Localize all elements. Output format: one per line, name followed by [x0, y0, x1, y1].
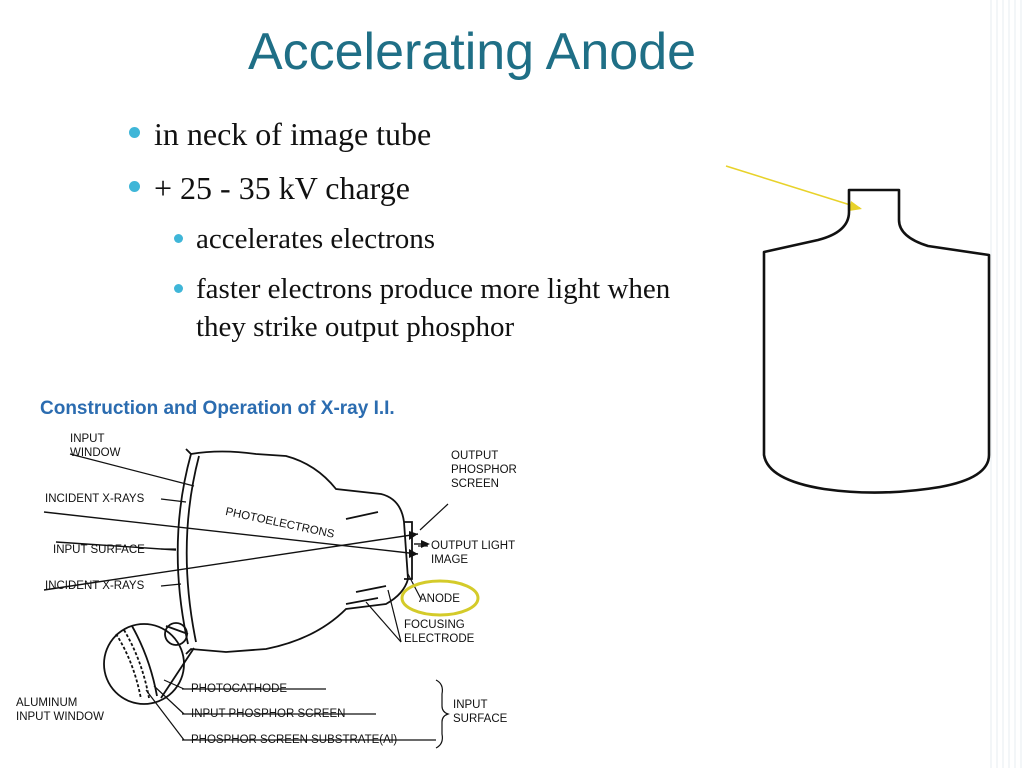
sub-bullet-item: accelerates electrons — [174, 220, 726, 258]
pointer-arrow — [725, 165, 861, 209]
tube-body — [185, 448, 409, 655]
sub-bullet-item: faster electrons produce more light when… — [174, 270, 726, 346]
label-photocathode: PHOTOCATHODE — [191, 683, 288, 695]
label-input-surface: INPUT SURFACE — [53, 544, 145, 556]
label-input-phosphor-screen: INPUT PHOSPHOR SCREEN — [191, 708, 346, 720]
decorative-stripes — [990, 0, 1024, 768]
tube-sketch — [725, 165, 991, 494]
label-incident-xrays-bottom: INCIDENT X-RAYS — [45, 580, 145, 592]
diagram-title: Construction and Operation of X-ray I.I. — [40, 398, 395, 419]
slide-title: Accelerating Anode — [247, 23, 697, 81]
label-incident-xrays-top: INCIDENT X-RAYS — [45, 493, 145, 505]
anode-highlight — [400, 579, 480, 617]
label-phosphor-screen-substrate: PHOSPHOR SCREEN SUBSTRATE(Al) — [191, 734, 398, 746]
tube-outline — [762, 188, 991, 494]
bullet-item: + 25 - 35 kV charge — [129, 168, 734, 208]
pointer-arrow-head — [849, 201, 862, 211]
input-window-curve — [176, 453, 192, 645]
bullet-item: in neck of image tube — [129, 114, 734, 154]
diagram-drawing — [43, 448, 480, 749]
label-anode: ANODE — [419, 593, 460, 605]
bullet-list: in neck of image tube + 25 - 35 kV charg… — [129, 114, 734, 222]
input-surface-curve — [185, 455, 200, 643]
xray-ii-diagram: Construction and Operation of X-ray I.I.… — [16, 394, 536, 756]
output-window — [404, 521, 413, 580]
magnifier — [103, 623, 185, 705]
sub-bullet-list: accelerates electrons faster electrons p… — [174, 220, 726, 358]
